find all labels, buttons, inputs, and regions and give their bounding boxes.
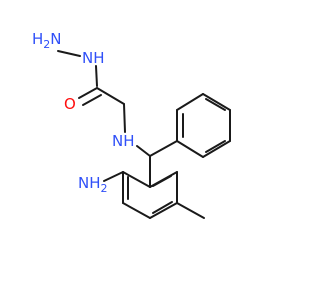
nh2-nh: NH [78, 174, 101, 192]
atom-label-nh-amine: NH [112, 132, 135, 150]
bond-ar-4 [149, 202, 178, 219]
bond-nh-ch [136, 145, 151, 157]
h2n-n: N [50, 30, 61, 48]
bond-carbonyl-o-1 [78, 87, 98, 99]
h2n-h: H [32, 30, 43, 48]
bond-ar-inner-3 [152, 175, 172, 187]
bond-ph-2 [202, 140, 231, 158]
bond-ph-inner-2 [205, 98, 226, 111]
structure-canvas: H2N NH O NH NH2 [32, 30, 231, 219]
bond-carbonyl-ch2 [96, 87, 125, 105]
atom-label-nh-hydrazide: NH [82, 49, 105, 67]
bond-carbonyl-o-2 [82, 94, 102, 106]
bond-nh2-ring [103, 171, 124, 182]
bond-ar-3 [122, 202, 151, 219]
nh2-subscript: 2 [101, 182, 108, 195]
bond-methyl [176, 202, 205, 219]
bond-nn [57, 50, 81, 57]
bond-ch-phenyl [149, 140, 178, 157]
h2n-subscript: 2 [43, 38, 50, 51]
molecule-structure: H2N NH O NH NH2 [32, 30, 231, 219]
bond-ph-4 [202, 93, 231, 111]
bond-n-carbonyl [95, 65, 98, 87]
bond-ar-1 [122, 171, 151, 188]
atom-label-h2n: H2N [32, 30, 62, 51]
bond-ph-5 [176, 93, 204, 111]
bond-ph-1 [176, 140, 204, 158]
bonds [57, 50, 231, 219]
bond-ar-inner-2 [152, 201, 173, 214]
atom-label-nh2-ring: NH2 [78, 174, 108, 195]
bond-ch2-nh [123, 103, 126, 133]
atom-label-oxygen: O [64, 95, 76, 113]
bond-ph-inner-1 [205, 140, 226, 153]
